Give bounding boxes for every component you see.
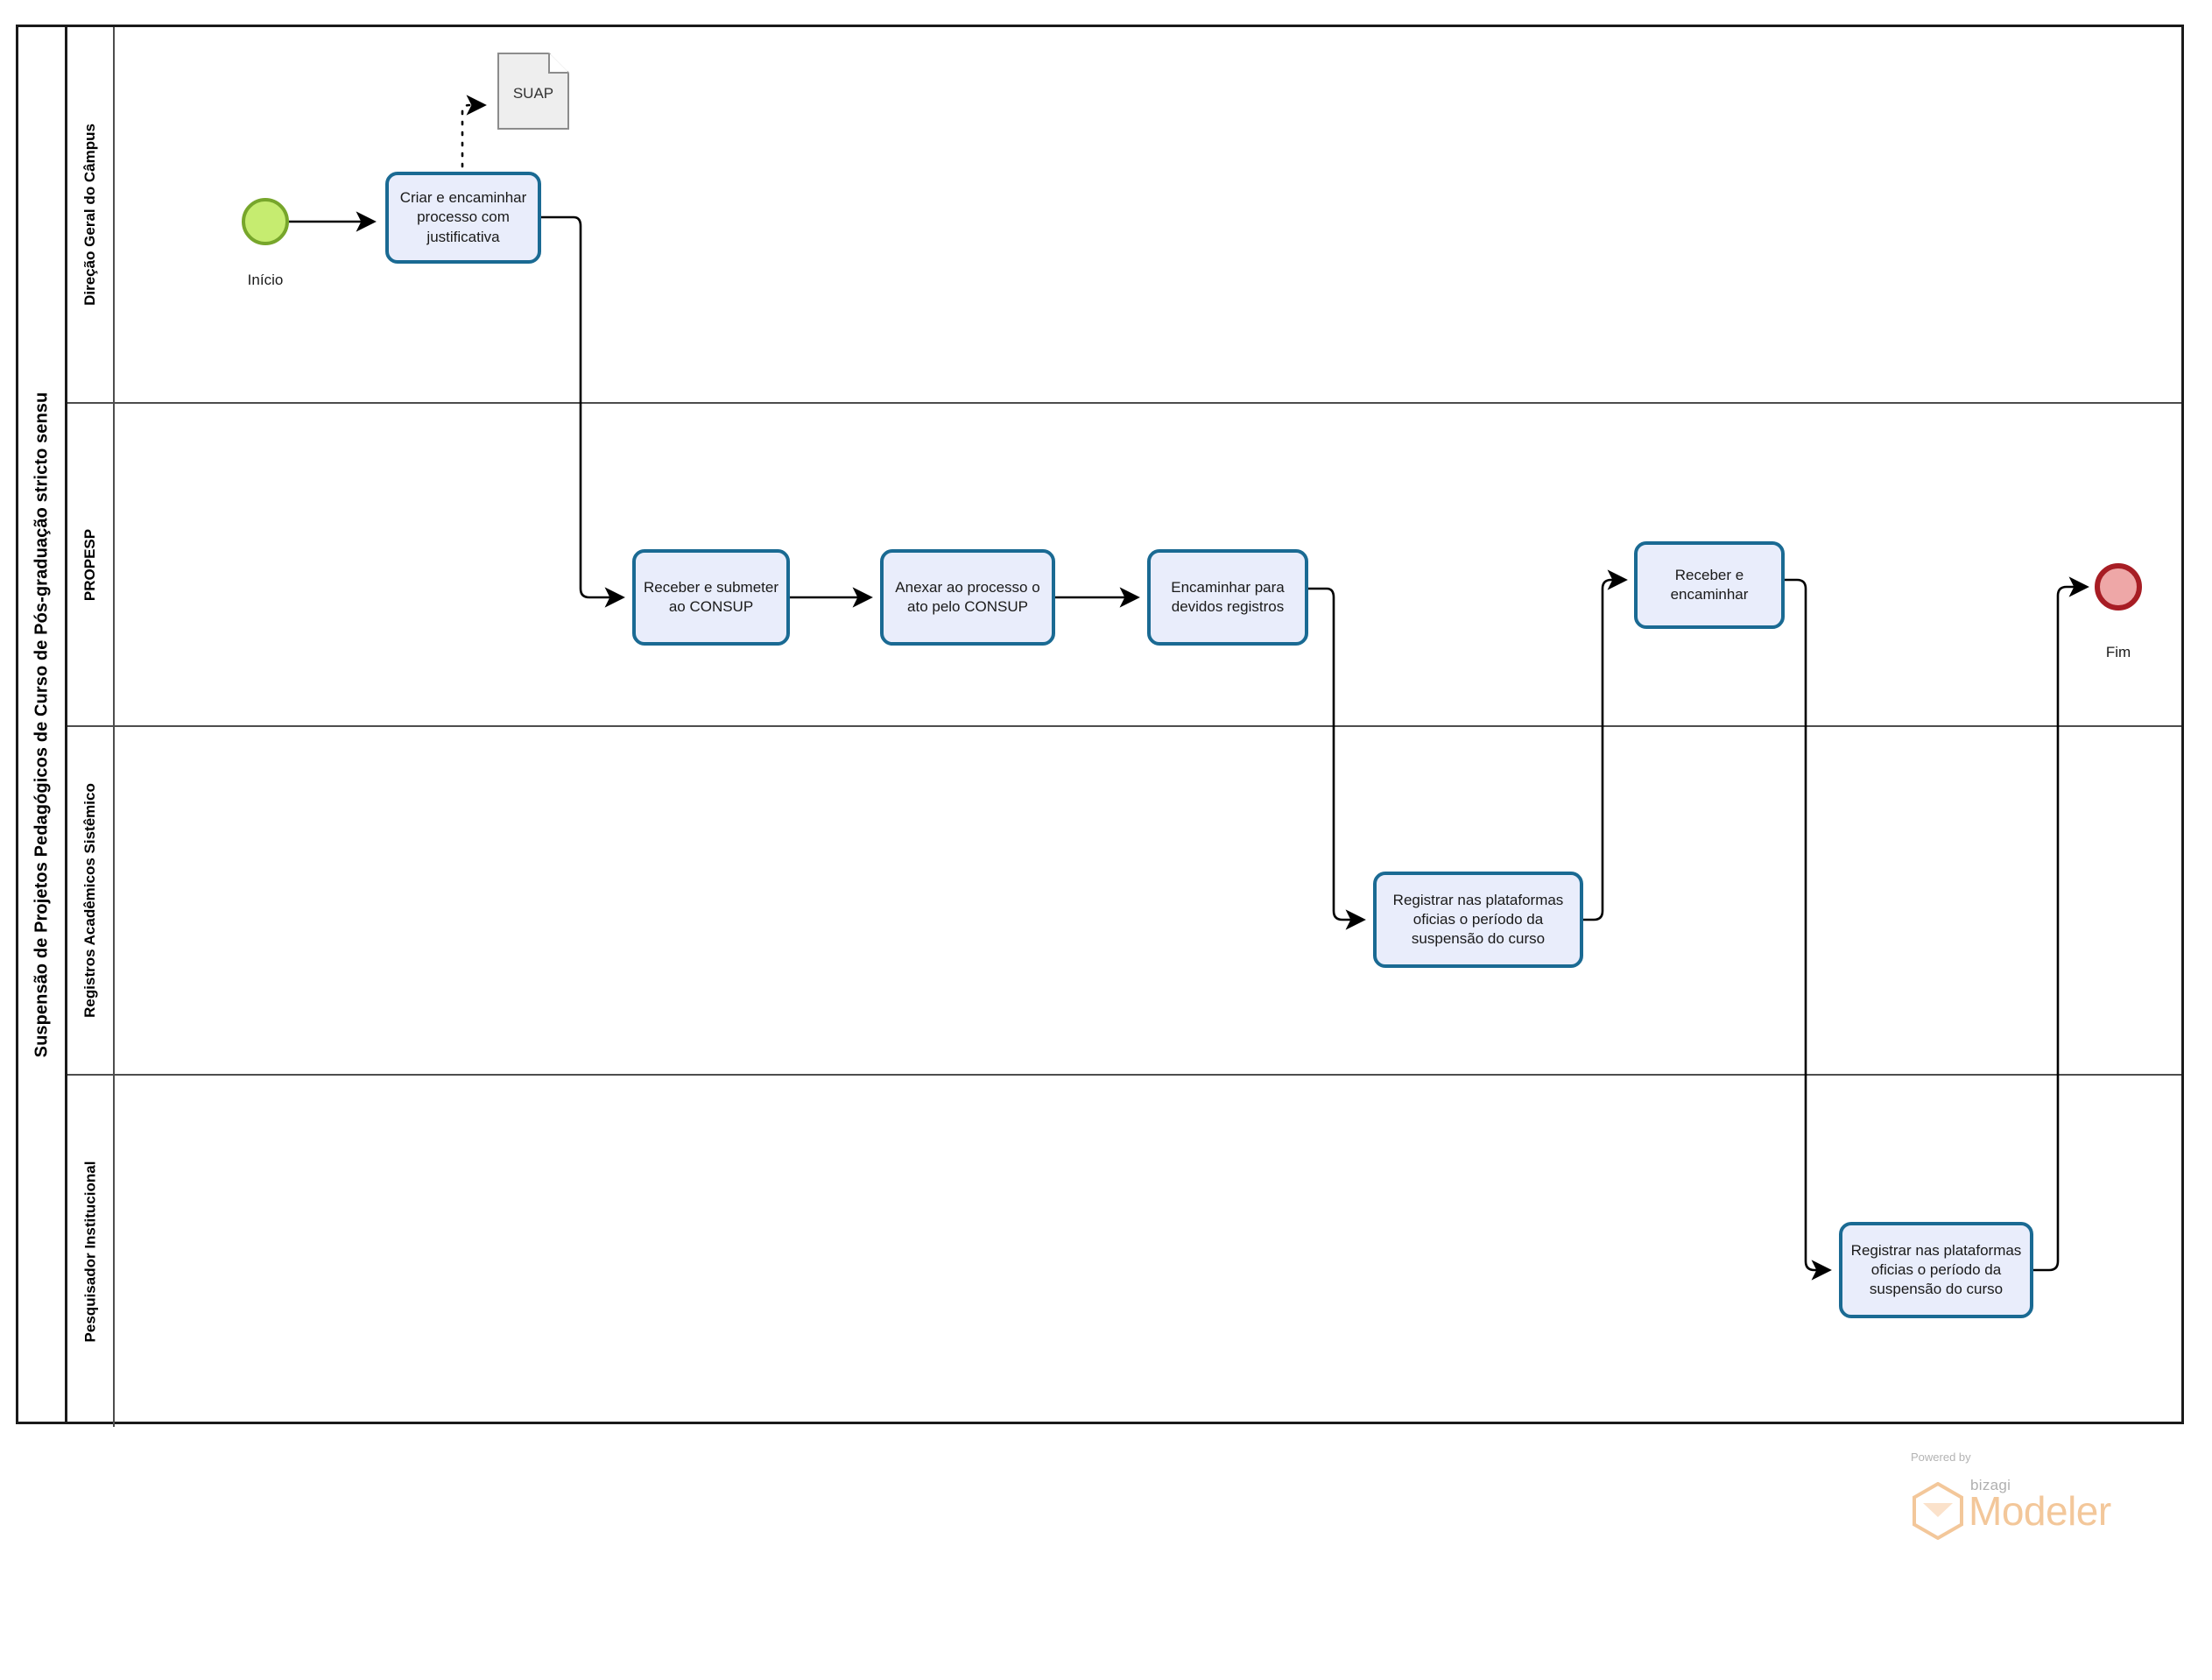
lane-propesp[interactable]: PROPESP	[67, 402, 2181, 725]
lane-body-registros	[115, 727, 2181, 1074]
pool-suspensao-ppc[interactable]: Suspensão de Projetos Pedagógicos de Cur…	[16, 25, 2184, 1427]
task-anexar-ato-consup[interactable]: Anexar ao processo o ato pelo CONSUP	[880, 549, 1055, 646]
task-label: Anexar ao processo o ato pelo CONSUP	[895, 578, 1040, 615]
lane-header-pesquisador: Pesquisador Institucional	[67, 1076, 115, 1427]
data-object-suap[interactable]: SUAP	[497, 53, 569, 130]
lane-label-pesquisador: Pesquisador Institucional	[81, 1161, 98, 1342]
task-registrar-plataformas-pesquisador[interactable]: Registrar nas plataformas oficias o perí…	[1839, 1222, 2033, 1318]
end-event[interactable]	[2095, 563, 2142, 611]
lane-direcao-geral[interactable]: Direção Geral do Câmpus	[67, 27, 2181, 402]
start-event[interactable]	[242, 198, 289, 245]
task-label: Criar e encaminhar processo com justific…	[399, 189, 527, 245]
lane-label-registros: Registros Acadêmicos Sistêmico	[81, 783, 99, 1018]
lane-container: Direção Geral do Câmpus PROPESP Registro…	[67, 27, 2181, 1427]
task-receber-encaminhar[interactable]: Receber e encaminhar	[1634, 541, 1785, 629]
powered-by-label: Powered by	[1911, 1451, 1971, 1464]
lane-header-propesp: PROPESP	[67, 404, 115, 725]
lane-registros[interactable]: Registros Acadêmicos Sistêmico	[67, 725, 2181, 1074]
end-event-label: Fim	[2105, 644, 2131, 660]
start-event-label: Início	[247, 272, 284, 288]
task-encaminhar-devidos-registros[interactable]: Encaminhar para devidos registros	[1147, 549, 1308, 646]
task-registrar-plataformas-registros[interactable]: Registrar nas plataformas oficias o perí…	[1373, 872, 1583, 968]
task-label: Encaminhar para devidos registros	[1171, 578, 1285, 615]
task-label: Registrar nas plataformas oficias o perí…	[1850, 1241, 2022, 1298]
bizagi-hexagon-icon	[1913, 1482, 1963, 1540]
lane-label-propesp: PROPESP	[81, 528, 99, 601]
task-receber-submeter-consup[interactable]: Receber e submeter ao CONSUP	[632, 549, 790, 646]
lane-header-direcao-geral: Direção Geral do Câmpus	[67, 27, 115, 402]
lane-header-registros: Registros Acadêmicos Sistêmico	[67, 727, 115, 1074]
bizagi-wordmark: bizagi	[1970, 1477, 2011, 1493]
lane-label-direcao-geral: Direção Geral do Câmpus	[81, 124, 98, 306]
task-criar-encaminhar-processo[interactable]: Criar e encaminhar processo com justific…	[385, 172, 541, 264]
bizagi-modeler-logo: Powered by bizagi Modeler	[1884, 1451, 2138, 1556]
data-object-label: SUAP	[512, 85, 554, 102]
pool-header: Suspensão de Projetos Pedagógicos de Cur…	[18, 27, 67, 1422]
pool-title: Suspensão de Projetos Pedagógicos de Cur…	[32, 392, 51, 1057]
task-label: Registrar nas plataformas oficias o perí…	[1392, 891, 1564, 948]
lane-pesquisador[interactable]: Pesquisador Institucional	[67, 1074, 2181, 1427]
task-label: Receber e encaminhar	[1670, 566, 1749, 603]
modeler-wordmark: Modeler	[1969, 1488, 2111, 1534]
task-label: Receber e submeter ao CONSUP	[643, 578, 779, 615]
